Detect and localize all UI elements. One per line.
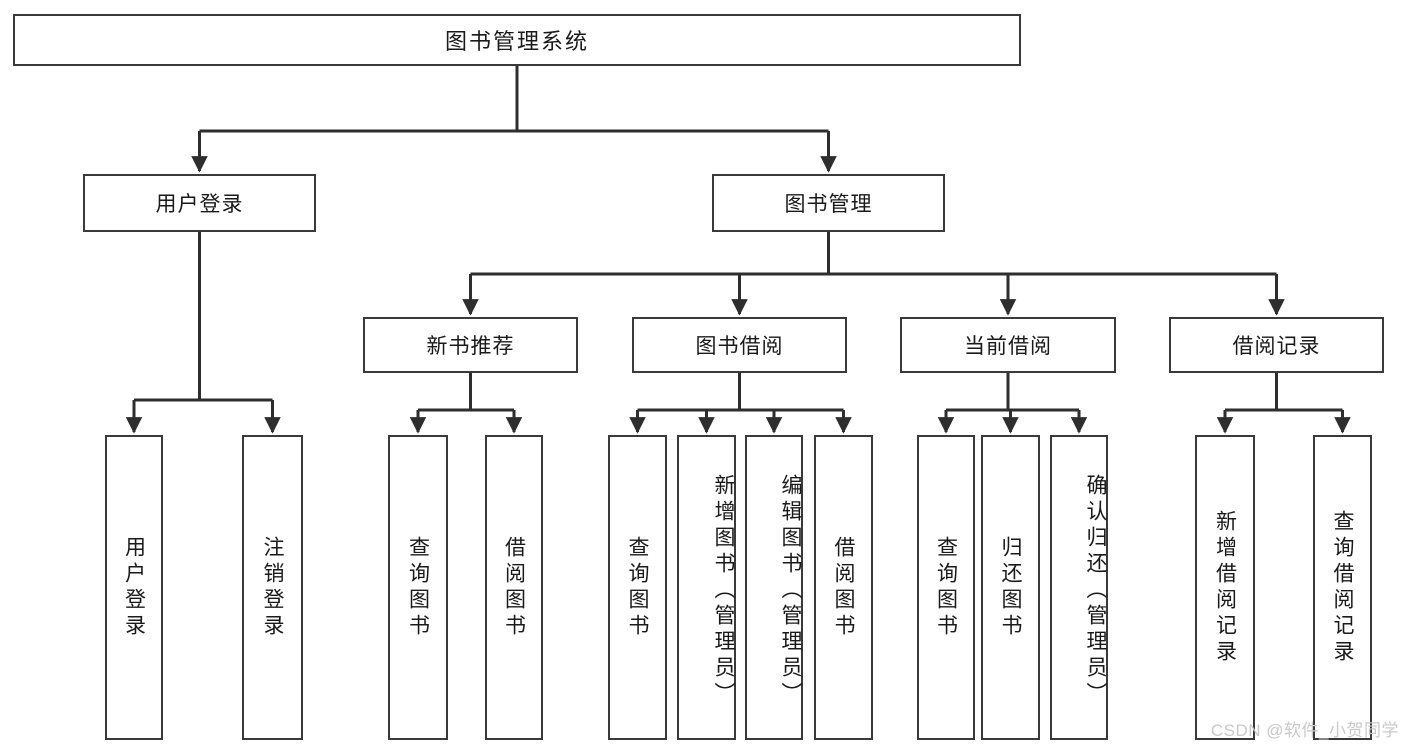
node-label: 用户登录 bbox=[155, 193, 244, 216]
node-label: 新书推荐 bbox=[426, 335, 515, 358]
node-label: 查询图书 bbox=[934, 535, 958, 640]
node-borrow-record[interactable]: 借阅记录 bbox=[1169, 317, 1384, 373]
node-label: 借阅记录 bbox=[1232, 335, 1321, 358]
node-label: 查询图书 bbox=[626, 535, 649, 640]
node-label: 当前借阅 bbox=[964, 335, 1052, 358]
node-new-book-recommend[interactable]: 新书推荐 bbox=[363, 317, 578, 373]
node-leaf-add-book-admin[interactable]: 新增图书（管理员） bbox=[677, 435, 736, 740]
node-label: 编辑图书（管理员） bbox=[779, 473, 802, 708]
node-label: 注销登录 bbox=[261, 535, 284, 640]
node-leaf-edit-book-admin[interactable]: 编辑图书（管理员） bbox=[745, 435, 803, 740]
node-book-manage[interactable]: 图书管理 bbox=[712, 174, 945, 232]
node-label: 确认归还（管理员） bbox=[1084, 473, 1107, 708]
node-label: 新增借阅记录 bbox=[1213, 509, 1237, 666]
node-leaf-add-borrow-record[interactable]: 新增借阅记录 bbox=[1195, 435, 1255, 740]
node-leaf-borrow-book-2[interactable]: 借阅图书 bbox=[814, 435, 873, 740]
node-label: 用户登录 bbox=[122, 535, 146, 640]
node-label: 归还图书 bbox=[999, 535, 1022, 640]
watermark-text: CSDN @软件_小贺同学 bbox=[1210, 721, 1399, 740]
node-leaf-query-book-3[interactable]: 查询图书 bbox=[917, 435, 975, 740]
node-leaf-user-logout[interactable]: 注销登录 bbox=[242, 435, 303, 740]
node-book-borrow[interactable]: 图书借阅 bbox=[632, 317, 847, 373]
node-label: 借阅图书 bbox=[832, 535, 855, 640]
node-label: 新增图书（管理员） bbox=[712, 473, 735, 708]
node-leaf-borrow-book-1[interactable]: 借阅图书 bbox=[485, 435, 543, 740]
node-current-borrow[interactable]: 当前借阅 bbox=[900, 317, 1116, 373]
node-leaf-query-book-1[interactable]: 查询图书 bbox=[388, 435, 448, 740]
node-leaf-query-book-2[interactable]: 查询图书 bbox=[608, 435, 667, 740]
node-leaf-confirm-return-admin[interactable]: 确认归还（管理员） bbox=[1050, 435, 1108, 740]
node-label: 图书借阅 bbox=[695, 335, 784, 358]
node-label: 图书管理 bbox=[784, 193, 873, 216]
node-label: 借阅图书 bbox=[502, 535, 526, 640]
node-label: 查询图书 bbox=[406, 535, 430, 640]
node-user-login[interactable]: 用户登录 bbox=[83, 174, 316, 232]
node-label: 查询借阅记录 bbox=[1331, 509, 1354, 666]
node-label: 图书管理系统 bbox=[444, 29, 589, 54]
node-root[interactable]: 图书管理系统 bbox=[13, 14, 1021, 66]
node-leaf-return-book[interactable]: 归还图书 bbox=[981, 435, 1040, 740]
node-leaf-query-borrow-record[interactable]: 查询借阅记录 bbox=[1313, 435, 1372, 740]
node-leaf-user-login[interactable]: 用户登录 bbox=[105, 435, 163, 740]
